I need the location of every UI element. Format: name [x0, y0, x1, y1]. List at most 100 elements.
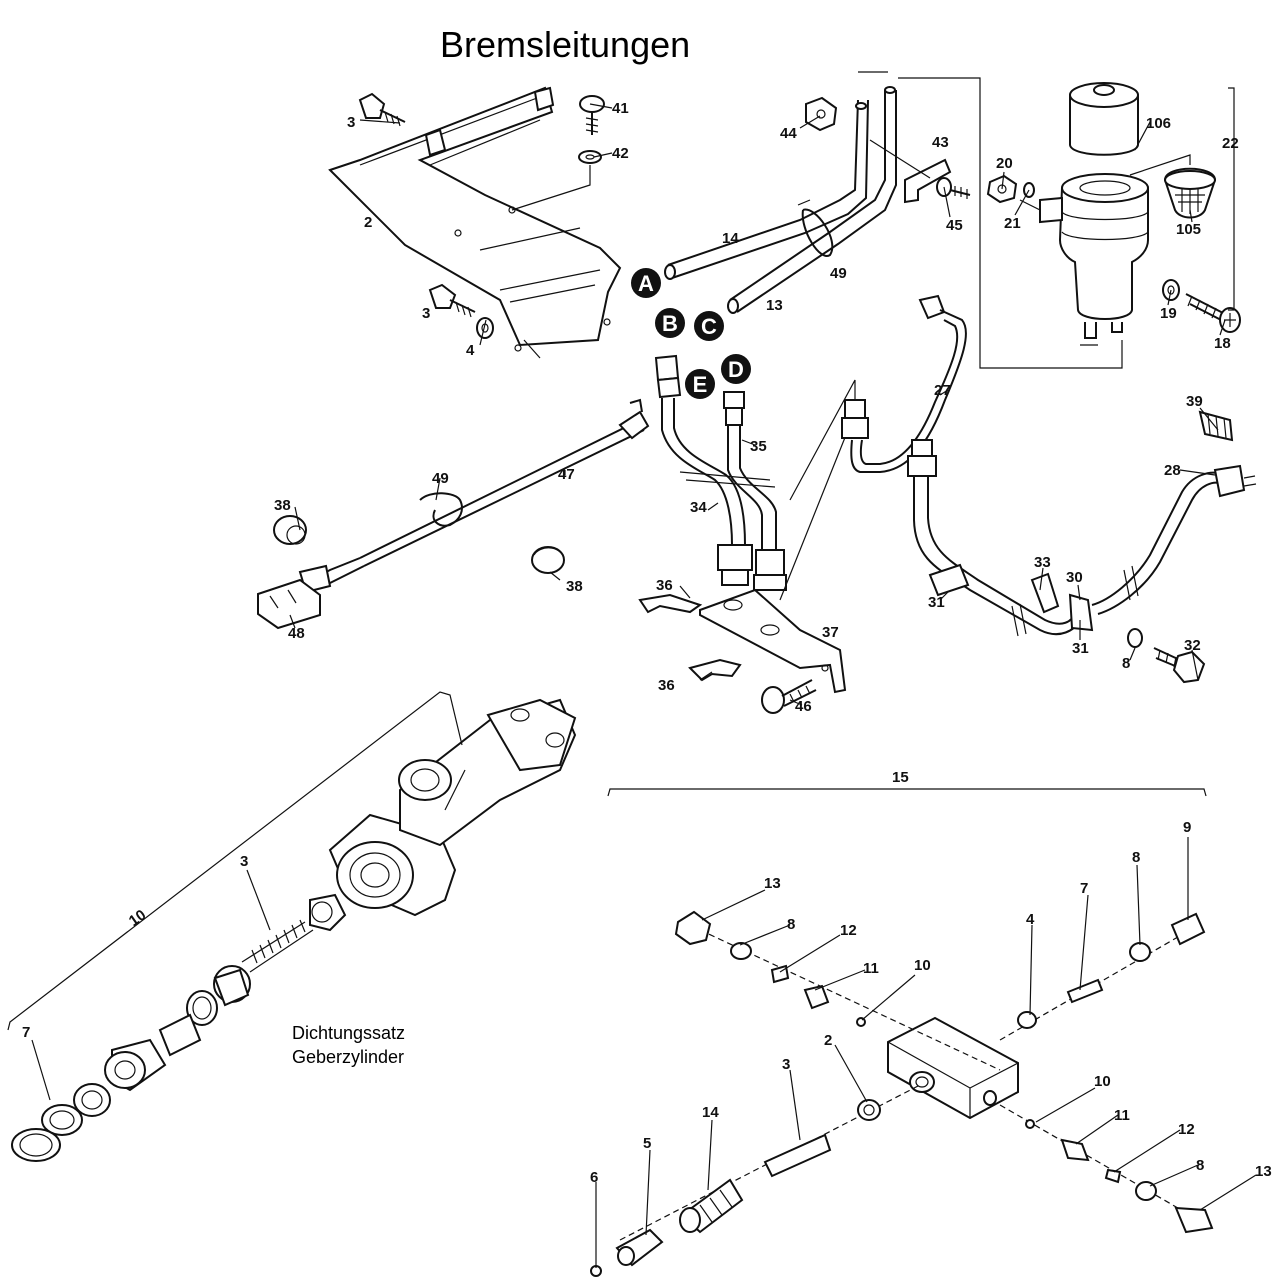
svg-text:E: E: [693, 372, 708, 397]
label-12-bottom: 12: [1178, 1121, 1195, 1138]
washer-8-bottom: [1135, 1181, 1157, 1201]
switch-14: [679, 1178, 744, 1234]
label-7-cylinder: 7: [22, 1024, 30, 1041]
label-28: 28: [1164, 462, 1181, 479]
label-39: 39: [1186, 393, 1203, 410]
ring-4: [1017, 1011, 1037, 1029]
label-34: 34: [690, 499, 707, 516]
label-8-top: 8: [1122, 655, 1130, 672]
label-30: 30: [1066, 569, 1083, 586]
pin-3: [763, 1133, 832, 1178]
hose-13: [727, 86, 897, 314]
label-3-bottom: 3: [422, 305, 430, 322]
screw-3-top: [358, 92, 406, 127]
screw-41: [579, 95, 605, 135]
washer-8-top: [1127, 628, 1143, 648]
master-cylinder: [328, 698, 577, 917]
connector-b: B: [655, 308, 685, 338]
connector-c: C: [694, 311, 724, 341]
washer-8-left: [730, 942, 752, 960]
label-8-left: 8: [787, 916, 795, 933]
label-36-top: 36: [656, 577, 673, 594]
label-22: 22: [1222, 135, 1239, 152]
label-49-bottom: 49: [432, 470, 449, 487]
label-106: 106: [1146, 115, 1171, 132]
nut-44: [805, 96, 838, 132]
label-11-top: 11: [863, 960, 879, 977]
brake-line-35: [723, 391, 787, 591]
clip-36-bottom: [688, 658, 742, 682]
svg-text:C: C: [701, 314, 717, 339]
caption-line-2: Geberzylinder: [292, 1047, 405, 1067]
label-20: 20: [996, 155, 1013, 172]
screw-46: [761, 679, 817, 714]
page-title: Bremsleitungen: [440, 24, 691, 65]
label-14: 14: [722, 230, 739, 247]
ball-10-bottom: [1025, 1119, 1035, 1129]
spring-7: [1066, 978, 1104, 1004]
label-19: 19: [1160, 305, 1177, 322]
label-12-top: 12: [840, 922, 857, 939]
clip-30: [1068, 593, 1094, 632]
washer-8-right: [1129, 942, 1151, 962]
label-15: 15: [892, 769, 909, 786]
washer-4: [476, 317, 494, 339]
kit-caption: Dichtungssatz Geberzylinder: [292, 1021, 405, 1069]
label-10-top: 10: [914, 957, 931, 974]
washer-2: [857, 1099, 881, 1121]
label-27: 27: [934, 382, 951, 399]
label-45: 45: [946, 217, 963, 234]
label-18: 18: [1214, 335, 1231, 352]
wire-47: [298, 398, 650, 594]
valve-block: [887, 1016, 1019, 1120]
label-21: 21: [1004, 215, 1021, 232]
label-32: 32: [1184, 637, 1201, 654]
brake-line-28: [1091, 464, 1257, 615]
cylinder-internals: [11, 893, 347, 1162]
clip-49-top: [797, 199, 834, 257]
label-43: 43: [932, 134, 949, 151]
label-44: 44: [780, 125, 797, 142]
label-11-bottom: 11: [1114, 1107, 1130, 1124]
clip-36-top: [638, 593, 703, 614]
connector-e: E: [685, 369, 715, 399]
label-4: 4: [466, 342, 475, 359]
clip-49-bottom: [419, 492, 463, 527]
label-10-cylinder: 10: [126, 906, 149, 929]
label-36-bottom: 36: [658, 677, 675, 694]
label-2-valve: 2: [824, 1032, 832, 1049]
label-41: 41: [612, 100, 629, 117]
connector-d: D: [721, 354, 751, 384]
washer-42: [578, 150, 602, 164]
labels-top: 3 41 42 2 3 4 44 14 13 49 43 45 20 21 10…: [274, 100, 1239, 715]
label-9: 9: [1183, 819, 1191, 836]
screw-18: [1185, 293, 1241, 333]
label-4-valve: 4: [1026, 911, 1035, 928]
label-3-cylinder: 3: [240, 853, 248, 870]
label-37: 37: [822, 624, 839, 641]
label-105: 105: [1176, 221, 1201, 238]
svg-text:B: B: [662, 311, 678, 336]
connector-a: A: [631, 268, 661, 298]
svg-text:A: A: [638, 271, 654, 296]
labels-valve: 15 13 8 12 11 10 4 7 8 9 2 3 14 5 6 10 1…: [590, 769, 1272, 1186]
label-31-right: 31: [1072, 640, 1089, 657]
label-13: 13: [766, 297, 783, 314]
grommet-38-left: [273, 515, 307, 545]
label-35: 35: [750, 438, 767, 455]
piston-11-bottom: [1060, 1138, 1090, 1162]
label-38-left: 38: [274, 497, 291, 514]
connector-48: [257, 578, 321, 630]
label-7-valve: 7: [1080, 880, 1088, 897]
label-14-valve: 14: [702, 1104, 719, 1121]
label-42: 42: [612, 145, 629, 162]
label-2: 2: [364, 214, 372, 231]
label-8-right: 8: [1132, 849, 1140, 866]
label-31-left: 31: [928, 594, 945, 611]
clip-33: [1030, 572, 1060, 614]
label-6: 6: [590, 1169, 598, 1186]
brake-line-34: [654, 354, 753, 586]
strainer-105: [1129, 154, 1217, 219]
screw-45: [936, 177, 971, 199]
